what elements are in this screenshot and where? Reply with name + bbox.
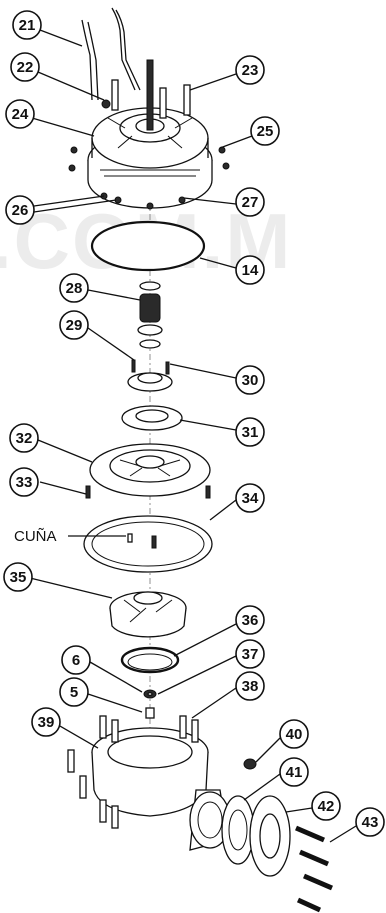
callout-40: 40 <box>279 719 309 749</box>
svg-text:24: 24 <box>12 106 29 123</box>
volute-casing <box>67 715 231 851</box>
callout-23: 23 <box>235 55 265 85</box>
seal-holder <box>127 359 173 392</box>
svg-text:37: 37 <box>242 646 259 663</box>
svg-text:39: 39 <box>38 714 55 731</box>
callout-37: 37 <box>235 639 265 669</box>
callout-36: 36 <box>235 605 265 635</box>
svg-text:26: 26 <box>12 202 29 219</box>
seal-plate <box>121 405 183 431</box>
mechanical-seal <box>137 281 163 349</box>
callout-30: 30 <box>235 365 265 395</box>
svg-text:27: 27 <box>242 194 259 211</box>
flange-bolts <box>295 825 333 913</box>
callout-28: 28 <box>59 273 89 303</box>
svg-text:14: 14 <box>242 262 259 279</box>
svg-text:40: 40 <box>286 726 303 743</box>
callout-42: 42 <box>311 791 341 821</box>
callout-32: 32 <box>9 423 39 453</box>
impeller-nut <box>143 689 157 719</box>
callout-39: 39 <box>31 707 61 737</box>
discharge-flange <box>221 758 291 877</box>
intermediate-flange <box>85 443 211 499</box>
callout-38: 38 <box>235 671 265 701</box>
svg-text:23: 23 <box>242 62 259 79</box>
wedge-label: CUÑA <box>14 528 57 545</box>
leader-lines <box>29 29 357 843</box>
callout-33: 33 <box>9 467 39 497</box>
callout-5: 5 <box>59 677 89 707</box>
power-cables <box>81 7 141 101</box>
svg-text:6: 6 <box>72 652 80 669</box>
callout-22: 22 <box>10 52 40 82</box>
svg-text:28: 28 <box>66 280 83 297</box>
svg-text:42: 42 <box>318 798 335 815</box>
callout-26: 26 <box>5 195 35 225</box>
svg-text:36: 36 <box>242 612 259 629</box>
gasket <box>83 515 213 573</box>
housing-bolts <box>101 79 191 119</box>
callout-34: 34 <box>235 483 265 513</box>
impeller <box>109 591 187 638</box>
callout-43: 43 <box>355 807 385 837</box>
svg-text:5: 5 <box>70 684 78 701</box>
svg-text:22: 22 <box>17 59 34 76</box>
svg-text:30: 30 <box>242 372 259 389</box>
wear-ring <box>120 646 180 674</box>
callout-41: 41 <box>279 757 309 787</box>
callout-31: 31 <box>235 417 265 447</box>
svg-text:41: 41 <box>286 764 303 781</box>
svg-text:32: 32 <box>16 430 33 447</box>
motor-housing <box>87 59 213 209</box>
svg-text:25: 25 <box>257 123 274 140</box>
svg-text:34: 34 <box>242 490 259 507</box>
svg-text:43: 43 <box>362 814 379 831</box>
o-ring <box>90 220 206 272</box>
callout-29: 29 <box>59 310 89 340</box>
svg-text:35: 35 <box>10 569 27 586</box>
callout-14: 14 <box>235 255 265 285</box>
callout-25: 25 <box>250 116 280 146</box>
svg-text:29: 29 <box>66 317 83 334</box>
svg-text:38: 38 <box>242 678 259 695</box>
callout-27: 27 <box>235 187 265 217</box>
svg-text:21: 21 <box>19 17 36 34</box>
svg-text:33: 33 <box>16 474 33 491</box>
svg-text:31: 31 <box>242 424 259 441</box>
callout-6: 6 <box>61 645 91 675</box>
callout-21: 21 <box>12 10 42 40</box>
callout-24: 24 <box>5 99 35 129</box>
callout-35: 35 <box>3 562 33 592</box>
